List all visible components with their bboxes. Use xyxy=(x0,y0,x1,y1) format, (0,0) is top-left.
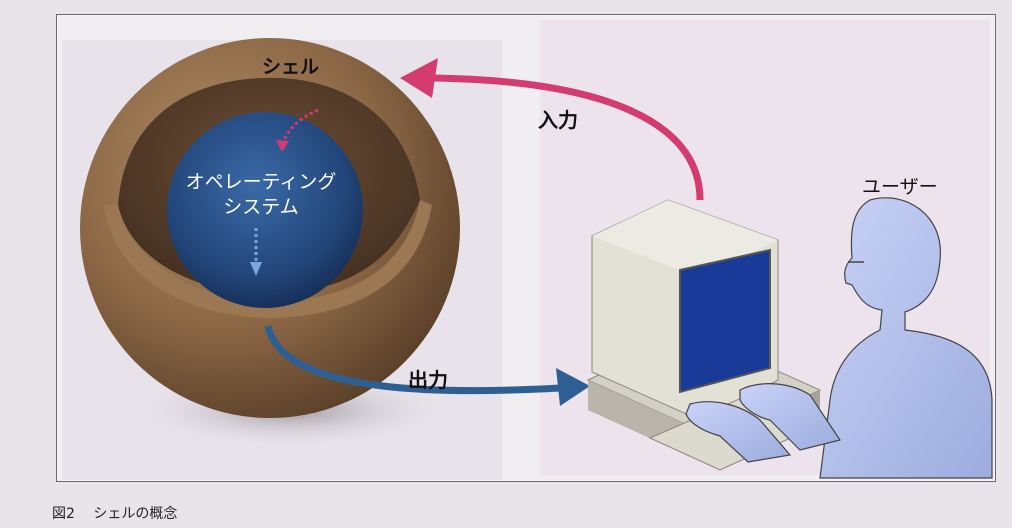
os-label-line1: オペレーティング xyxy=(185,171,337,193)
input-label: 入力 xyxy=(538,108,578,132)
figure-number: 図2 xyxy=(52,506,75,522)
user-label: ユーザー xyxy=(862,176,938,198)
figure-caption: 図2 シェルの概念 xyxy=(52,503,177,523)
output-arrow xyxy=(264,325,561,395)
os-label-line2: システム xyxy=(223,196,299,218)
shell-to-os-arrowhead xyxy=(276,140,289,152)
input-arrowhead xyxy=(400,58,438,98)
user-right-hand xyxy=(685,401,792,463)
os-label: オペレーティング システム xyxy=(176,170,346,220)
os-output-arrowhead xyxy=(250,262,262,276)
monitor-screen xyxy=(679,248,771,394)
shell-rim xyxy=(104,200,432,318)
output-label: 出力 xyxy=(408,368,448,392)
user-left-hand xyxy=(739,383,841,451)
output-arrowhead xyxy=(556,368,590,406)
input-arrow xyxy=(429,74,704,201)
os-sphere xyxy=(167,112,363,308)
user-body xyxy=(819,197,993,479)
shell-label: シェル xyxy=(262,56,320,78)
user-figure xyxy=(685,197,993,479)
figure-title: シェルの概念 xyxy=(93,506,178,522)
